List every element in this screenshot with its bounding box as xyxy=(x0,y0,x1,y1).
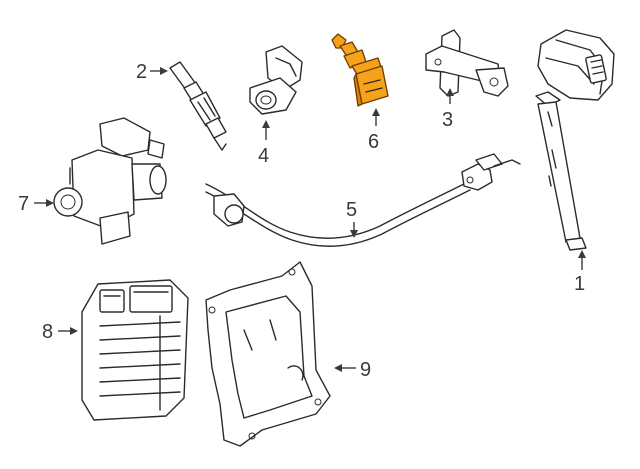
callout-label-3: 3 xyxy=(442,109,453,131)
callout-label-5: 5 xyxy=(346,199,357,221)
callout-label-2: 2 xyxy=(136,61,147,83)
part-6-highlighted-sensor[interactable] xyxy=(332,34,388,106)
part-8-ecu[interactable] xyxy=(82,280,188,420)
callout-label-4: 4 xyxy=(258,145,269,167)
callout-7: 7 xyxy=(18,193,54,215)
part-2-spark-plug[interactable] xyxy=(170,62,226,150)
callout-label-9: 9 xyxy=(360,359,371,381)
callout-3: 3 xyxy=(442,88,454,131)
callout-9: 9 xyxy=(334,359,371,381)
callout-1: 1 xyxy=(574,250,586,295)
callout-label-8: 8 xyxy=(42,321,53,343)
part-4-sensor[interactable] xyxy=(250,46,302,114)
part-9-mount-bracket[interactable] xyxy=(206,262,330,446)
callout-8: 8 xyxy=(42,321,78,343)
callout-label-1: 1 xyxy=(574,273,585,295)
callout-label-7: 7 xyxy=(18,193,29,215)
callout-label-6: 6 xyxy=(368,131,379,153)
callout-6: 6 xyxy=(368,108,380,153)
callout-2: 2 xyxy=(136,61,168,83)
part-3-bracket[interactable] xyxy=(426,30,508,96)
callout-4: 4 xyxy=(258,120,270,167)
part-1-ignition-coil[interactable] xyxy=(536,30,614,250)
part-7-valve[interactable] xyxy=(54,118,166,244)
part-5-harness[interactable] xyxy=(206,154,520,246)
callout-5: 5 xyxy=(346,199,358,238)
